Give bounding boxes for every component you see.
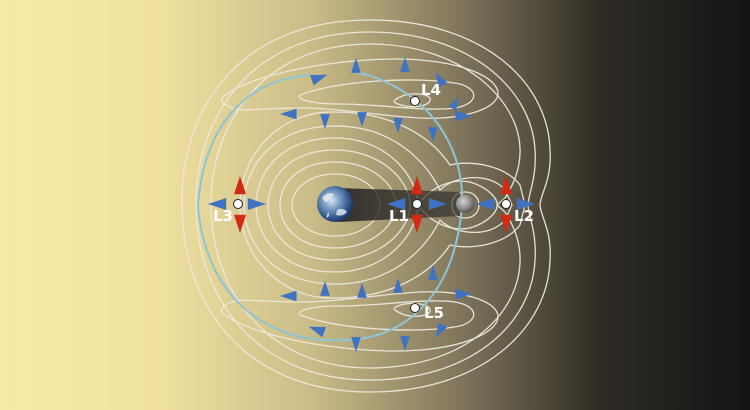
lagrange-point-l3	[233, 199, 243, 209]
contour-line	[210, 43, 521, 369]
contour-line	[393, 302, 431, 317]
moon-orbit	[196, 71, 464, 342]
flow-arrow	[411, 214, 423, 233]
contour-line	[220, 58, 499, 119]
flow-arrow	[387, 198, 406, 210]
earth	[317, 186, 353, 222]
flow-arrow	[320, 281, 330, 296]
contour-line	[181, 19, 551, 393]
contour-line	[279, 161, 397, 249]
flow-arrow	[280, 290, 297, 302]
lagrange-label-l4: L4	[421, 81, 441, 99]
flow-arrow	[357, 112, 367, 127]
lagrange-point-l5	[410, 303, 420, 313]
flow-arrow	[351, 337, 361, 352]
lagrange-label-l3: L3	[213, 207, 233, 225]
contour-line	[298, 300, 475, 331]
lagrange-point-l1	[412, 199, 422, 209]
flow-arrow	[234, 176, 246, 195]
lagrange-label-l2: L2	[514, 207, 534, 225]
flow-arrow	[435, 322, 448, 338]
flow-arrow	[393, 278, 403, 293]
flow-arrow	[208, 198, 227, 210]
flow-arrow	[234, 214, 246, 233]
flow-arrow	[476, 198, 495, 210]
flow-arrow	[400, 57, 410, 72]
moon	[456, 195, 474, 213]
flow-arrow	[435, 72, 448, 88]
flow-arrow	[516, 198, 535, 210]
contour-line	[195, 31, 536, 381]
flow-arrow	[500, 176, 512, 195]
contour-line	[267, 149, 411, 261]
flow-arrow	[428, 198, 447, 210]
flow-arrow	[411, 176, 423, 195]
gravity-potential-contours	[181, 19, 551, 393]
flow-arrow	[351, 58, 361, 73]
contour-line	[243, 125, 513, 285]
flow-arrow	[500, 214, 512, 233]
flow-arrow	[357, 283, 367, 298]
lagrange-label-l1: L1	[389, 207, 409, 225]
flow-arrow	[247, 198, 266, 210]
flow-arrow	[448, 97, 459, 111]
flow-arrow	[280, 108, 297, 120]
flow-arrow	[308, 326, 327, 338]
flow-arrows	[208, 57, 535, 352]
flow-arrow	[455, 110, 472, 122]
flow-arrow	[393, 118, 403, 133]
contour-line	[255, 137, 419, 273]
contour-line	[393, 93, 431, 108]
lagrange-point-l2	[501, 199, 511, 209]
lagrange-label-l5: L5	[424, 304, 444, 322]
flow-arrow	[320, 114, 330, 129]
flow-arrow	[309, 74, 328, 86]
lagrange-point-l4	[410, 96, 420, 106]
flow-arrow	[428, 265, 438, 280]
flow-arrow	[400, 336, 410, 351]
flow-arrow	[455, 288, 472, 300]
flow-arrow	[428, 127, 438, 142]
